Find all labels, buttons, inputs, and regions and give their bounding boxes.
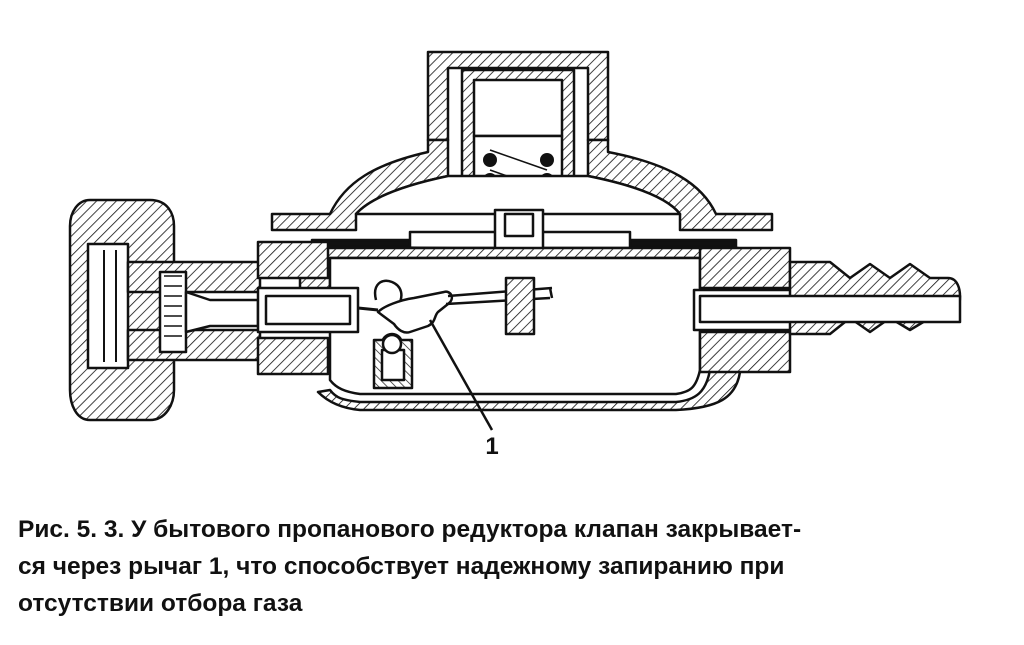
caption-line-3: отсутствии отбора газа (18, 590, 303, 617)
regulator-cross-section: 1 (68, 50, 962, 460)
caption-line-1: Рис. 5. 3. У бытового пропанового редукт… (18, 516, 802, 543)
callout-leader-line (428, 319, 494, 431)
callout-label: 1 (485, 433, 498, 460)
figure-caption: Рис. 5. 3. У бытового пропанового редукт… (18, 511, 1010, 622)
regulator-diagram: 1 (68, 50, 962, 460)
upper-housing (270, 138, 774, 232)
caption-line-2: ся через рычаг 1, что способствует надеж… (18, 553, 785, 580)
inlet-stem (126, 240, 379, 376)
callout-1: 1 (428, 319, 499, 460)
valve-lever (372, 276, 554, 390)
spring-cap (426, 50, 610, 192)
inlet-nut (68, 198, 176, 422)
outlet-nipple (692, 246, 962, 374)
